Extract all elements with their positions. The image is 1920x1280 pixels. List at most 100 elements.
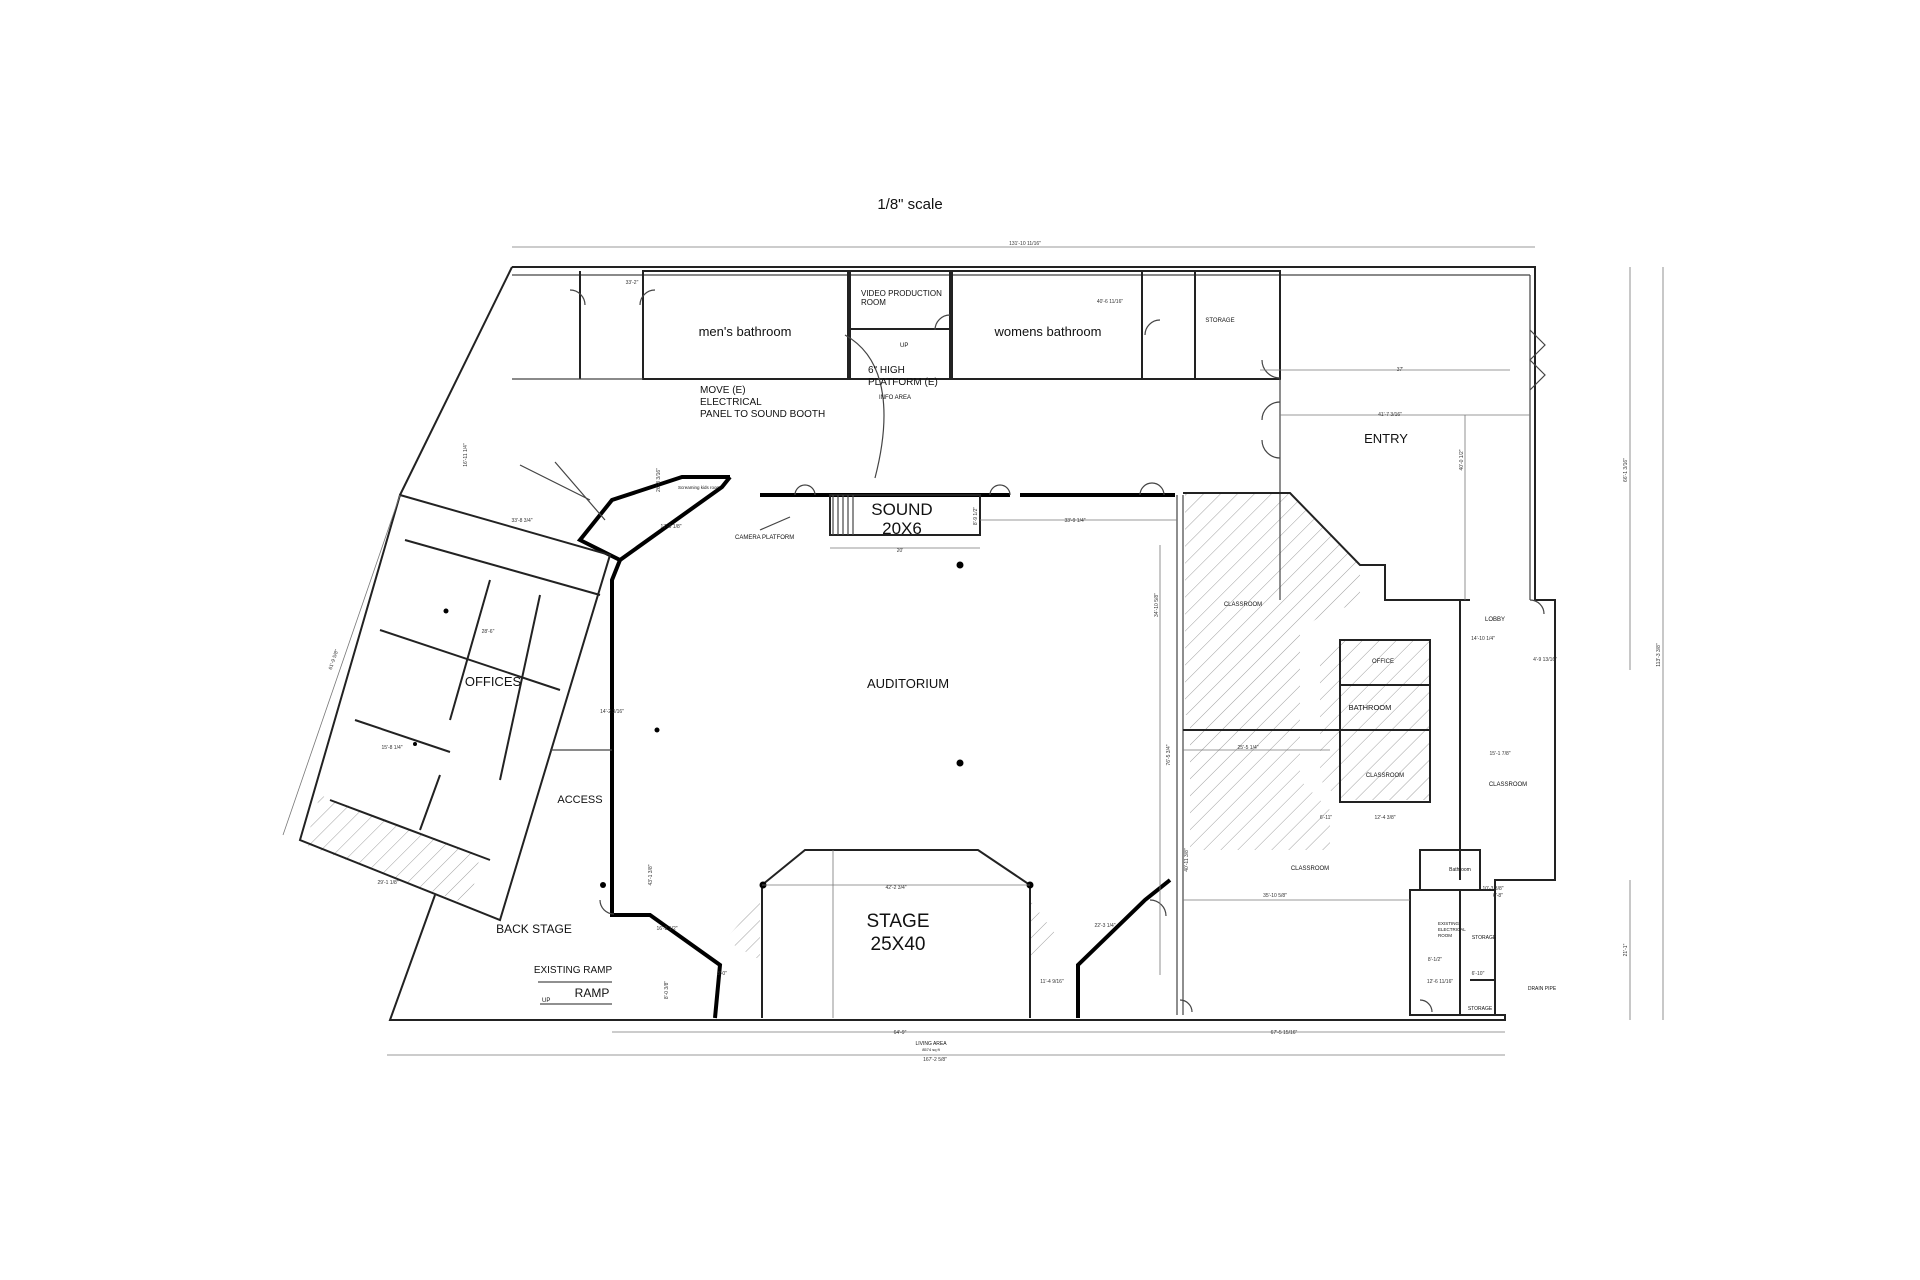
dim-classroom-w4: 6'-11" bbox=[1320, 815, 1333, 821]
dim-right-small2: 6'-8" bbox=[1493, 893, 1503, 899]
scale-label: 1/8" scale bbox=[877, 196, 942, 213]
label-classroom-c: CLASSROOM bbox=[1489, 782, 1527, 788]
label-classroom-d: CLASSROOM bbox=[1291, 866, 1329, 872]
dim-left-offices: 61'-9 5/8" bbox=[328, 649, 341, 671]
dim-classroom-w3: 12'-4 3/8" bbox=[1374, 815, 1395, 821]
dim-ramp-h: 8'-0 3/8" bbox=[664, 981, 670, 1000]
label-existing-electrical-3: ROOM bbox=[1438, 933, 1452, 938]
dim-left-wall: 43'-1 3/8" bbox=[648, 864, 654, 885]
label-sound-1: SOUND bbox=[871, 500, 932, 519]
dim-access-w: 14'-2 3/16" bbox=[600, 709, 624, 715]
label-existing-ramp: EXISTING RAMP bbox=[534, 965, 613, 976]
label-access: ACCESS bbox=[557, 794, 602, 806]
auditorium-walls bbox=[576, 475, 1184, 1019]
dim-top-overall: 131'-10 11/16" bbox=[1009, 241, 1041, 247]
dim-lobby-low: 4'-9 13/16" bbox=[1533, 657, 1557, 663]
dim-auditorium-right: 33'-9 1/4" bbox=[1064, 518, 1085, 524]
label-video-production-2: ROOM bbox=[861, 298, 886, 307]
label-move-2: ELECTRICAL bbox=[700, 397, 762, 408]
label-offices: OFFICES bbox=[465, 674, 522, 689]
dim-stairs-w: 11'-4 9/16" bbox=[1040, 979, 1064, 985]
label-bathroom: BATHROOM bbox=[1349, 703, 1392, 712]
label-storage-r1: STORAGE bbox=[1472, 935, 1497, 941]
dim-right-small1: 10'-3 3/8" bbox=[1482, 886, 1503, 892]
dim-right-lower: 21'-1" bbox=[1623, 943, 1629, 956]
dim-offices-low: 15'-8 1/4" bbox=[381, 745, 402, 751]
label-lobby: LOBBY bbox=[1485, 617, 1505, 623]
label-stage-2: 25X40 bbox=[871, 934, 926, 955]
dim-mens-top: 33'-2" bbox=[626, 280, 639, 286]
dim-kids-w: 17'-9 1/8" bbox=[660, 524, 681, 530]
dim-ramp-step: 3'-0" bbox=[717, 971, 727, 977]
label-office-small: OFFICE bbox=[1372, 659, 1394, 665]
right-rooms bbox=[1183, 492, 1496, 1016]
offices-wing bbox=[298, 493, 612, 922]
dim-bottom-right: 67'-5 15/16" bbox=[1271, 1030, 1298, 1036]
label-existing-electrical-2: ELECTRICAL bbox=[1438, 927, 1466, 932]
dim-lobby-w: 14'-10 1/4" bbox=[1471, 636, 1495, 642]
dim-bottom-left: 64'-9" bbox=[894, 1030, 907, 1036]
dim-classroom-h: 34'-10 5/8" bbox=[1154, 593, 1160, 617]
outer-walls bbox=[388, 266, 1556, 1021]
label-classroom-b: CLASSROOM bbox=[1366, 773, 1404, 779]
dim-classroom-w2: 25'-5 1/4" bbox=[1237, 745, 1258, 751]
dim-classroom-r: 15'-1 7/8" bbox=[1489, 751, 1510, 757]
label-drain-pipe: DRAIN PIPE bbox=[1528, 986, 1557, 992]
dim-stage-side: 22'-3 1/4" bbox=[1094, 923, 1115, 929]
label-living-area-1: LIVING AREA bbox=[915, 1041, 947, 1047]
label-mens-bathroom: men's bathroom bbox=[699, 324, 792, 339]
label-sound-2: 20X6 bbox=[882, 519, 922, 538]
dim-bottom-overall: 167'-2 5/8" bbox=[923, 1057, 947, 1063]
label-living-area-2: 8574 sq ft bbox=[922, 1047, 940, 1052]
dim-right-stor2: 6'-10" bbox=[1472, 971, 1485, 977]
label-up-video: UP bbox=[900, 343, 908, 349]
label-ramp: RAMP bbox=[575, 986, 610, 1000]
label-up-ramp: UP bbox=[542, 998, 550, 1004]
label-move-3: PANEL TO SOUND BOOTH bbox=[700, 409, 825, 420]
label-platform-2: PLATFORM (E) bbox=[868, 377, 938, 388]
label-entry: ENTRY bbox=[1364, 431, 1408, 446]
label-info-area: INFO AREA bbox=[879, 395, 911, 401]
dim-womens-top: 40'-6 11/16" bbox=[1097, 299, 1123, 305]
dimension-lines bbox=[282, 246, 1664, 1056]
label-storage-top: STORAGE bbox=[1205, 318, 1234, 324]
dim-sound-width: 20' bbox=[897, 548, 904, 554]
label-stage-1: STAGE bbox=[867, 911, 930, 932]
hatched-areas bbox=[305, 493, 1430, 960]
dim-sound-h: 8'-9 1/2" bbox=[973, 507, 979, 526]
dim-stage-width: 42'-2 3/4" bbox=[885, 885, 906, 891]
label-classroom-a: CLASSROOM bbox=[1224, 602, 1262, 608]
sound-and-stage bbox=[761, 494, 1031, 1018]
dim-classroom-h2: 40'-11 3/8" bbox=[1184, 848, 1190, 872]
top-row-rooms bbox=[512, 270, 1531, 600]
label-womens-bathroom: womens bathroom bbox=[994, 324, 1102, 339]
dim-classroom-w1: 35'-10 5/8" bbox=[1263, 893, 1287, 899]
columns bbox=[413, 561, 1034, 889]
dim-right-stor: 12'-6 11/16" bbox=[1427, 979, 1453, 985]
dim-right-stor3: 8'-1/2" bbox=[1428, 957, 1442, 963]
label-auditorium: AUDITORIUM bbox=[867, 676, 949, 691]
misc-lines bbox=[519, 334, 885, 531]
label-video-production-1: VIDEO PRODUCTION bbox=[861, 289, 942, 298]
dim-left-upper: 26'-8 3/16" bbox=[656, 468, 662, 492]
dim-auditorium-h: 76'-5 3/4" bbox=[1166, 744, 1172, 765]
label-bathroom-small: Bathroom bbox=[1449, 867, 1471, 873]
dim-entry-h: 40'-0 1/2" bbox=[1459, 449, 1465, 470]
label-storage-r2: STORAGE bbox=[1468, 1006, 1493, 1012]
dim-backstage-w: 29'-1 1/8" bbox=[377, 880, 398, 886]
dim-right-overall: 113'-3 3/8" bbox=[1656, 643, 1662, 667]
dim-entry-w: 41'-7 3/16" bbox=[1378, 412, 1402, 418]
dim-backstage-h: 16'-2 1/2" bbox=[656, 926, 677, 932]
dim-right-upper: 66'-1 3/16" bbox=[1623, 458, 1629, 482]
dim-offices-w: 28'-6" bbox=[482, 629, 495, 635]
label-existing-electrical-1: EXISTING bbox=[1438, 921, 1460, 926]
room-labels: men's bathroom VIDEO PRODUCTION ROOM UP … bbox=[465, 289, 1557, 1052]
label-platform-1: 6" HIGH bbox=[868, 365, 905, 376]
label-move-1: MOVE (E) bbox=[700, 385, 746, 396]
dim-sound-left: 33'-8 3/4" bbox=[511, 518, 532, 524]
door-swings bbox=[569, 289, 1546, 1013]
label-back-stage: BACK STAGE bbox=[496, 922, 572, 936]
dim-entry-top: 37' bbox=[1397, 367, 1404, 373]
dim-left-top: 16'-11 1/4" bbox=[463, 443, 469, 467]
